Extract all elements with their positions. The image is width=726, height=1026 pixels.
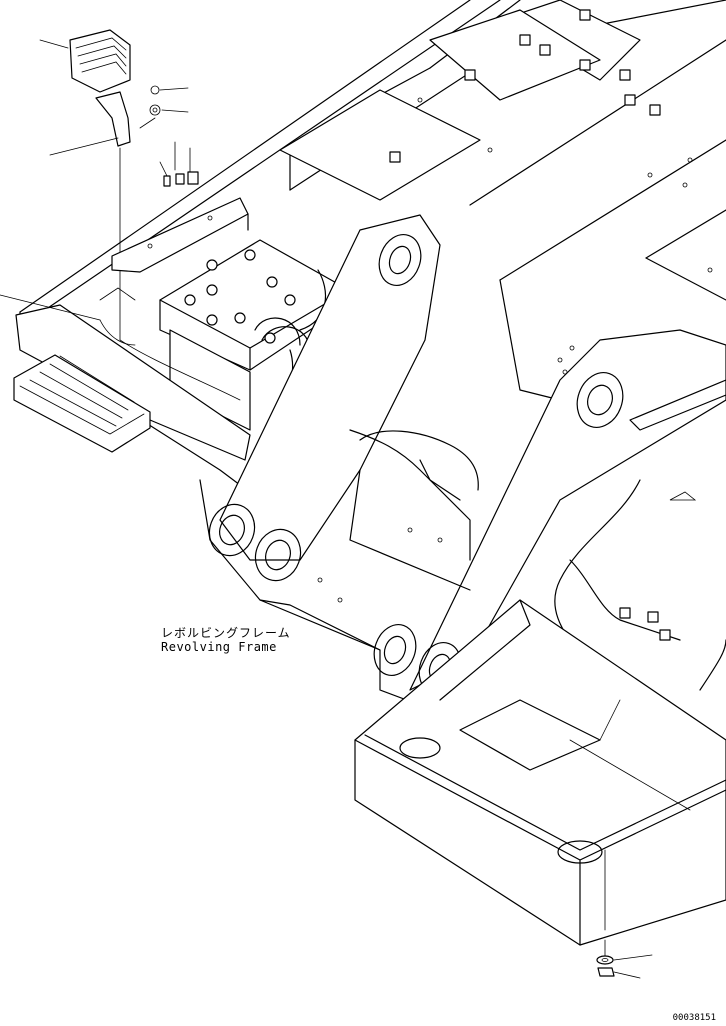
drawing-number: 00038151 <box>672 1013 716 1023</box>
counterweight <box>355 600 726 945</box>
step <box>0 295 150 452</box>
work-lamp <box>40 30 130 92</box>
bottom-hardware <box>597 850 652 978</box>
revolving-frame-label-jp: レボルビングフレーム <box>161 626 291 640</box>
inner-frame <box>280 0 660 200</box>
battery-cover <box>112 198 248 272</box>
center-floor <box>318 158 712 602</box>
side-tray <box>16 288 250 460</box>
revolving-frame-label-en: Revolving Frame <box>161 640 277 654</box>
lamp-bracket <box>50 86 198 340</box>
right-harness <box>555 480 726 690</box>
